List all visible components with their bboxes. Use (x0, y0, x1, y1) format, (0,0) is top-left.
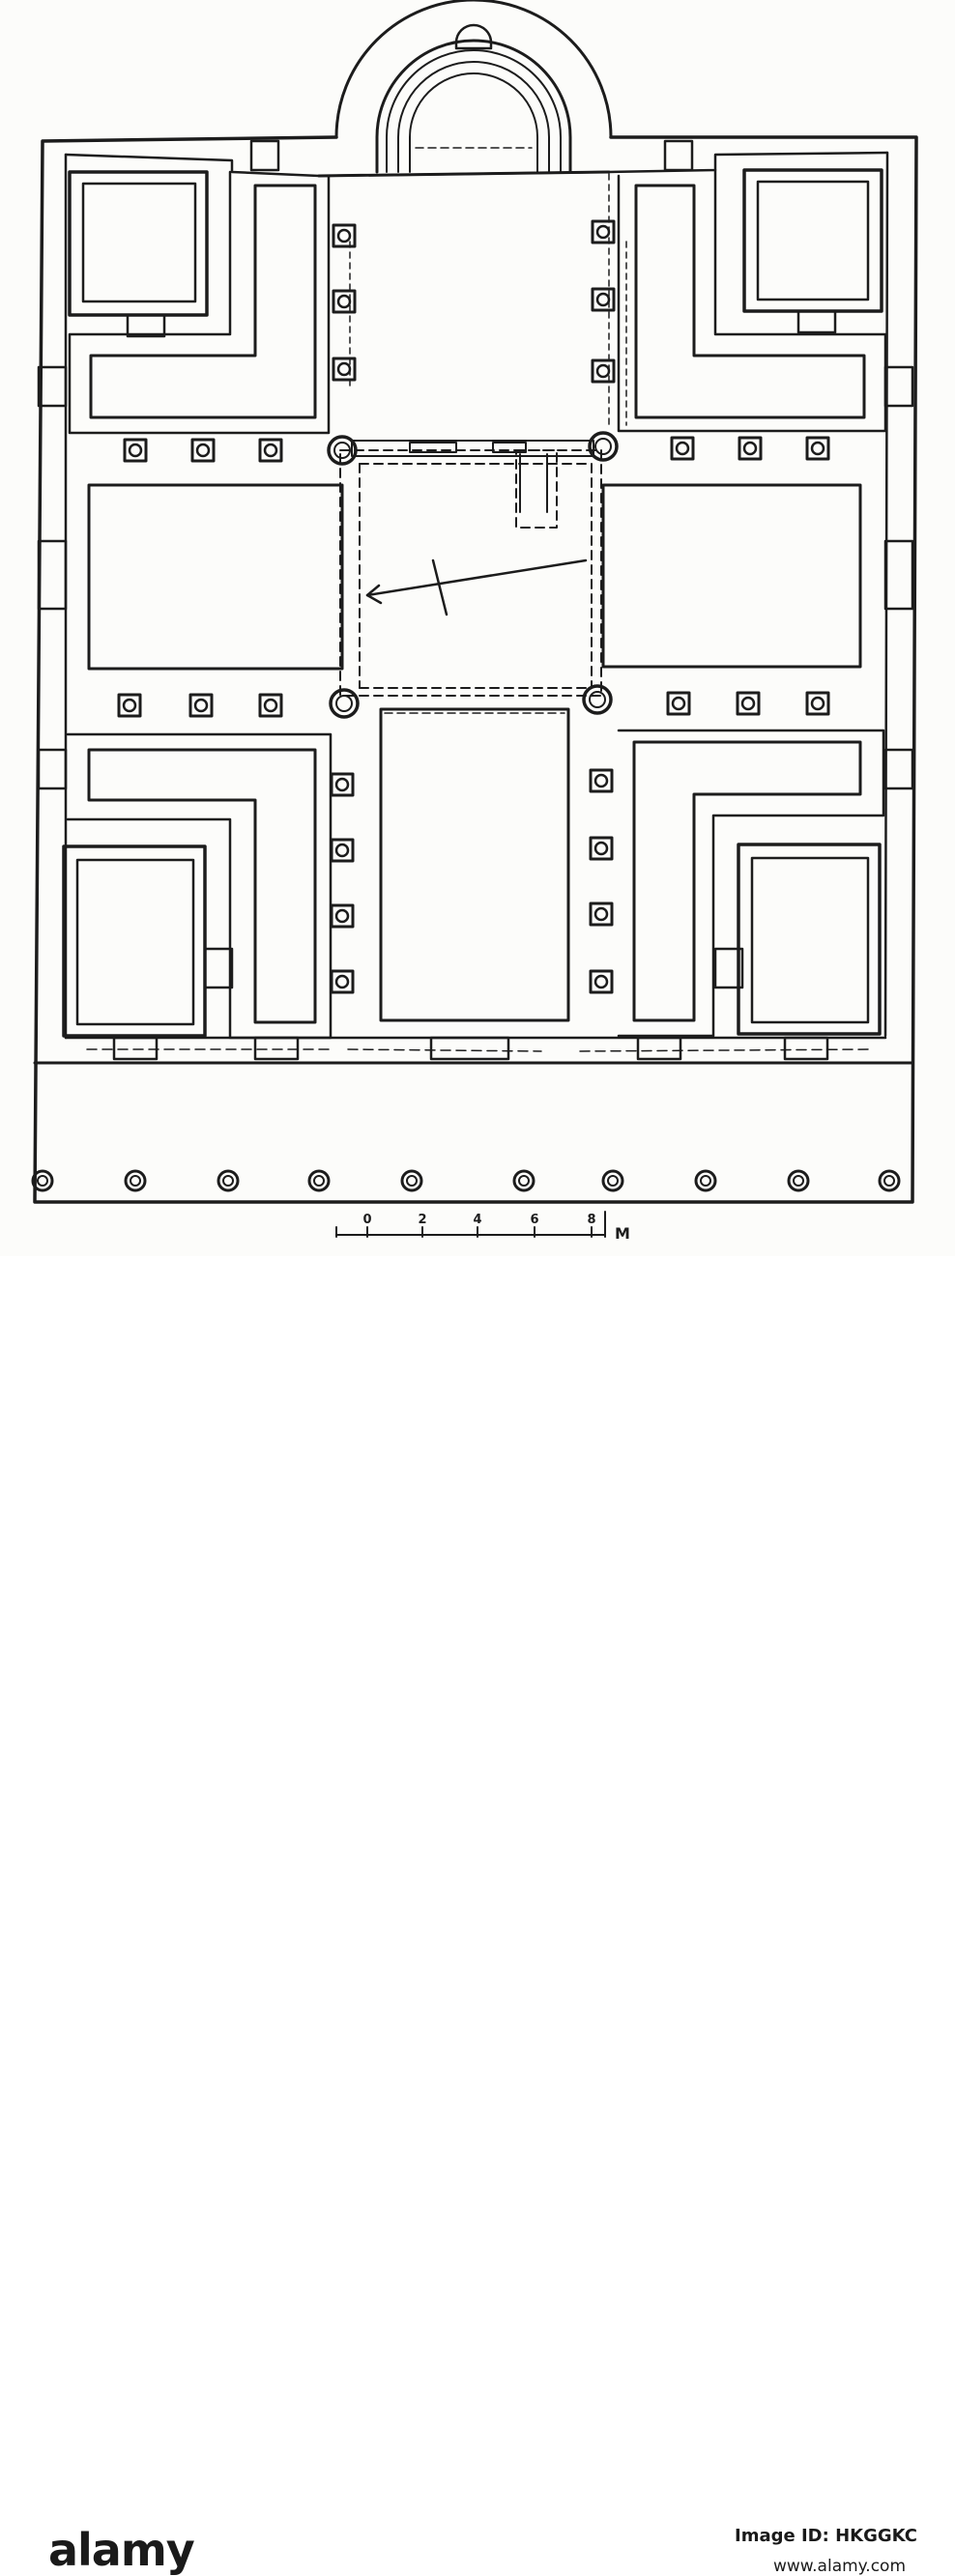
square-pier (258, 693, 283, 718)
north-arrow (365, 558, 588, 616)
square-pier (330, 772, 355, 797)
image-id: Image ID: HKGGKC (735, 2526, 917, 2546)
apse (334, 0, 613, 174)
corner-room-ne (742, 168, 883, 313)
alamy-logo: alamy (48, 2524, 195, 2576)
square-piers (117, 219, 830, 994)
central-crossing (339, 449, 602, 697)
square-pier (330, 969, 355, 994)
north-hall (317, 170, 611, 178)
square-pier (123, 438, 148, 463)
portico-columns (31, 1169, 901, 1192)
square-pier (188, 693, 214, 718)
square-pier (738, 436, 763, 461)
crossing-screen (351, 440, 594, 513)
square-pier (117, 693, 142, 718)
square-pier (591, 287, 616, 312)
watermark-bar: alamy Image ID: HKGGKC www.alamy.com (0, 1256, 955, 2576)
scale-tick-8: 8 (587, 1213, 595, 1227)
scale-tick-4: 4 (473, 1213, 481, 1227)
square-pier (332, 357, 357, 382)
portico-column (307, 1169, 331, 1192)
square-pier (330, 903, 355, 929)
l-corridor-sw (66, 732, 333, 1040)
scale-bar (335, 1211, 606, 1238)
site-url: www.alamy.com (773, 2557, 907, 2576)
square-pier (805, 436, 830, 461)
square-pier (258, 438, 283, 463)
square-pier (332, 223, 357, 248)
scale-tick-2: 2 (418, 1213, 426, 1227)
scale-tick-0: 0 (362, 1213, 371, 1227)
wall-niches (37, 139, 914, 1061)
square-pier (666, 691, 691, 716)
square-pier (736, 691, 761, 716)
south-hall (379, 707, 570, 1022)
square-pier (805, 691, 830, 716)
portico-column (512, 1169, 535, 1192)
l-corridor-se (617, 729, 885, 1038)
square-pier (591, 219, 616, 244)
east-hall (601, 483, 862, 669)
portico-column (694, 1169, 717, 1192)
portico-column (217, 1169, 240, 1192)
square-pier (670, 436, 695, 461)
portico-column (601, 1169, 624, 1192)
scale-bar-labels: 0 2 4 6 8 M (362, 1213, 629, 1243)
portico-column (878, 1169, 901, 1192)
corner-room-nw (68, 170, 209, 317)
square-pier (330, 838, 355, 863)
portico-column (31, 1169, 54, 1192)
square-pier (589, 768, 614, 793)
corner-room-sw (62, 844, 207, 1038)
scale-unit: M (615, 1224, 630, 1243)
square-pier (589, 969, 614, 994)
square-pier (190, 438, 216, 463)
portico-column (400, 1169, 423, 1192)
scale-tick-6: 6 (530, 1213, 538, 1227)
floor-plan-diagram: 0 2 4 6 8 M (31, 0, 918, 1243)
square-pier (332, 289, 357, 314)
square-pier (591, 358, 616, 384)
west-hall (87, 483, 344, 671)
portico-column (124, 1169, 147, 1192)
portico-column (787, 1169, 810, 1192)
square-pier (589, 836, 614, 861)
crossing-piers (327, 431, 619, 719)
l-corridor-nw (68, 170, 331, 435)
floor-plan-panel: 0 2 4 6 8 M (0, 0, 955, 1256)
corner-room-se (737, 843, 882, 1036)
north-hall-partitions (349, 173, 627, 426)
square-pier (589, 902, 614, 927)
